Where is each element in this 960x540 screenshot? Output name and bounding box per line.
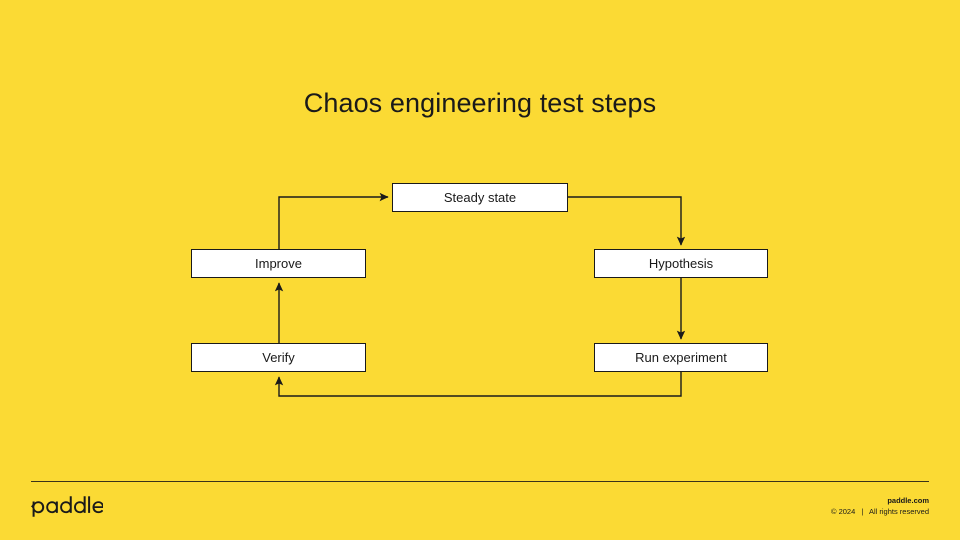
flow-node-run-experiment[interactable]: Run experiment [594,343,768,372]
paddle-logo [31,495,103,517]
flow-node-label: Steady state [443,190,517,205]
paddle-wordmark-icon [31,496,103,517]
page-title: Chaos engineering test steps [303,88,657,118]
flow-node-label: Run experiment [635,350,727,365]
footer-site-url[interactable]: paddle.com [887,496,929,505]
flow-node-label: Verify [262,350,295,365]
footer-meta: paddle.com © 2024 | All rights reserved [831,496,929,518]
flow-node-verify[interactable]: Verify [191,343,366,372]
footer-rights: All rights reserved [868,506,929,516]
slide-footer: paddle.com © 2024 | All rights reserved [31,491,929,525]
footer-legal: © 2024 | All rights reserved [831,507,929,518]
flow-node-label: Improve [255,256,302,271]
edge-run-to-verify [274,372,682,397]
footer-copyright: © 2024 [830,506,856,516]
footer-separator: | [861,506,864,516]
footer-divider [31,481,929,482]
flow-node-label: Hypothesis [648,256,714,271]
flow-node-improve[interactable]: Improve [191,249,366,278]
flow-node-hypothesis[interactable]: Hypothesis [594,249,768,278]
flow-node-steady-state[interactable]: Steady state [392,183,568,212]
edge-improve-to-steady [278,192,389,249]
edge-steady-to-hypothesis [568,196,686,246]
